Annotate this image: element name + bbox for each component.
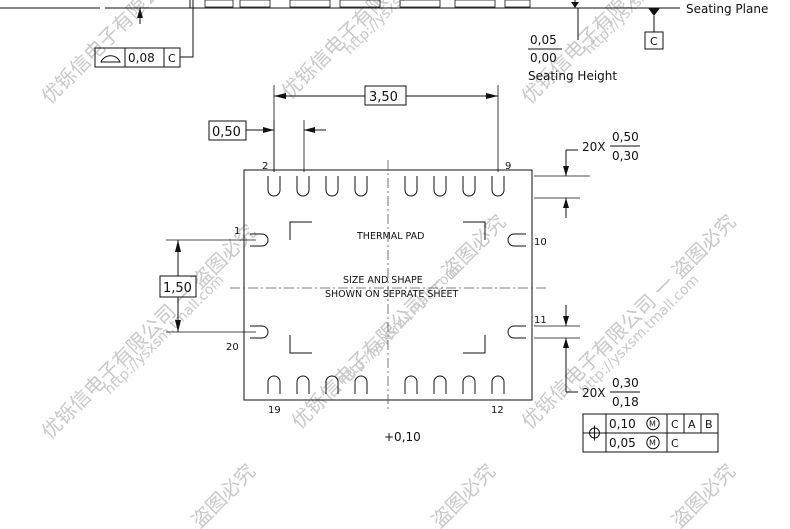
dimension-pitch-span: 3,50 <box>273 85 499 172</box>
pitch-value: 0,50 <box>212 125 241 140</box>
pin-10-label: 10 <box>534 237 547 248</box>
size-shape-line2: SHOWN ON SEPRATE SHEET <box>325 289 459 300</box>
thermal-pad-label: THERMAL PAD <box>356 231 425 242</box>
position-row2-value: 0,05 <box>609 436 636 450</box>
size-shape-line1: SIZE AND SHAPE <box>343 275 423 286</box>
position-row1-datum2: A <box>688 418 696 431</box>
flatness-datum: C <box>168 52 176 65</box>
height-min: 0,00 <box>530 51 557 65</box>
flatness-value: 0,08 <box>128 51 155 65</box>
lead-length-max: 0,50 <box>612 130 639 144</box>
mmc-modifier-row1: M <box>649 420 656 429</box>
lead-width-min: 0,18 <box>612 395 639 409</box>
position-row1-datum3: B <box>705 418 713 431</box>
dimension-lead-width: 20X 0,30 0,18 <box>534 305 640 409</box>
watermark-cn: 优铄信电子有限公司 一 盗图必究 <box>37 220 261 444</box>
side-view: Seating Plane C 0,05 0,00 Seating Height <box>0 0 768 83</box>
pin-20-label: 20 <box>226 342 239 353</box>
position-row2-datum1: C <box>671 437 679 450</box>
mmc-modifier-icon <box>646 416 660 431</box>
pin-11-label: 11 <box>534 315 547 326</box>
watermark-cn-short: 盗图必究 <box>667 459 741 529</box>
pin-19-label: 19 <box>268 405 281 416</box>
lead-length-prefix: 20X <box>582 140 606 154</box>
dimension-pitch: 0,50 <box>208 120 326 172</box>
side-span-value: 1,50 <box>163 281 192 296</box>
pin-2-label: 2 <box>262 161 268 172</box>
lead-length-min: 0,30 <box>612 149 639 163</box>
watermark-cn-short: 盗图必究 <box>427 459 501 529</box>
seating-height-label: Seating Height <box>528 69 617 83</box>
datum-c-label: C <box>650 35 658 48</box>
pitch-span-value: 3,50 <box>369 90 398 105</box>
position-symbol-icon <box>587 425 602 441</box>
dimension-lead-length: 20X 0,50 0,30 <box>534 130 640 218</box>
flatness-symbol-icon <box>100 55 121 63</box>
pin-1-label: 1 <box>234 226 240 237</box>
bottom-view: THERMAL PAD SIZE AND SHAPE SHOWN ON SEPR… <box>226 160 547 444</box>
seating-plane-label: Seating Plane <box>686 2 768 16</box>
mmc-modifier-row2: M <box>649 439 656 448</box>
position-row1-datum1: C <box>671 418 679 431</box>
pin-12-label: 12 <box>491 405 504 416</box>
height-max: 0,05 <box>530 33 557 47</box>
watermark-cn-short: 盗图必究 <box>187 459 261 529</box>
position-row1-value: 0,10 <box>609 417 636 431</box>
pin-9-label: 9 <box>505 161 511 172</box>
position-tolerance-frame: 0,10 M C A B 0,05 M C <box>582 413 719 453</box>
lead-width-max: 0,30 <box>612 376 639 390</box>
lead-width-prefix: 20X <box>582 386 606 400</box>
dimension-side-span: 1,50 <box>159 239 256 333</box>
watermark-url: http://ysxsm.tmall.com <box>577 272 703 398</box>
flatness-frame: 0,08 C <box>94 47 181 68</box>
body-tolerance: +0,10 <box>384 430 421 444</box>
mmc-modifier-icon <box>646 435 660 450</box>
